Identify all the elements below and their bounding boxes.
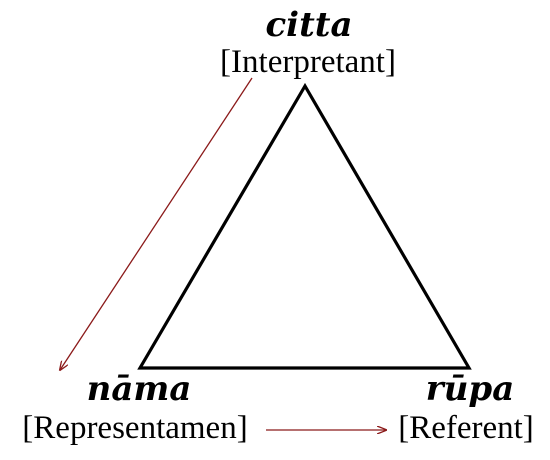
arrow-interpretant-to-representamen [60, 77, 253, 370]
node-right-subtitle: [Referent] [398, 410, 534, 446]
node-left-title: nāma [86, 369, 192, 409]
node-left-subtitle: [Representamen] [22, 410, 248, 446]
triangle-shape [137, 82, 472, 370]
node-right-title: rūpa [425, 369, 515, 409]
node-top-title: citta [265, 5, 353, 45]
node-top-subtitle: [Interpretant] [220, 44, 396, 80]
